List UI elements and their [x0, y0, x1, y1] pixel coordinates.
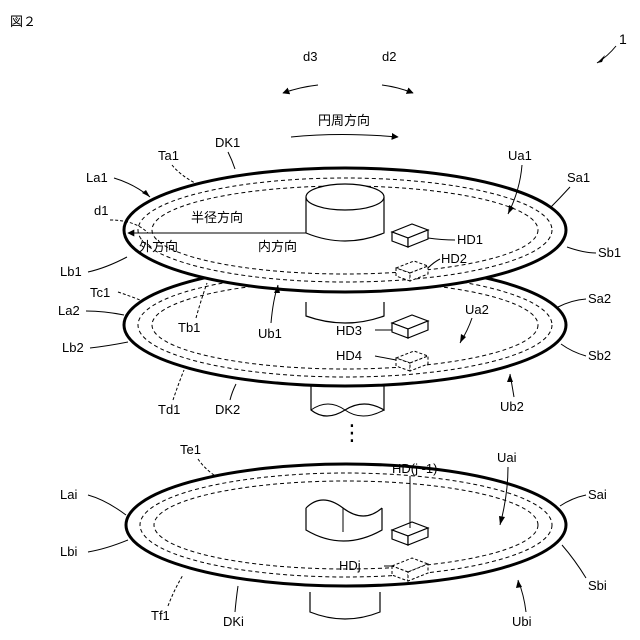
sai-leader: [560, 495, 586, 506]
hd-j-minus-1-label: HD(j -1): [392, 461, 438, 476]
inward-direction-label: 内方向: [258, 239, 297, 255]
lai-leader: [88, 495, 126, 515]
lb1-leader: [88, 257, 127, 272]
hub-dk2: [306, 302, 384, 323]
tf1-label: Tf1: [151, 608, 170, 623]
sb1-leader: [567, 247, 596, 253]
spindle-bottom: [310, 592, 380, 619]
ub1-label: Ub1: [258, 326, 282, 341]
te1-leader: [198, 459, 214, 475]
la1-label: La1: [86, 170, 108, 185]
d1-label: d1: [94, 203, 108, 218]
direction-d3-label: d3: [303, 49, 317, 64]
direction-d3-arrow: [283, 85, 318, 93]
sai-label: Sai: [588, 487, 607, 502]
lb2-leader: [90, 342, 128, 348]
disk-dki-label: DKi: [223, 614, 244, 629]
device-ref-arrowhead: [597, 55, 605, 63]
sbi-leader: [562, 545, 586, 578]
disk-dk2-label: DK2: [215, 402, 240, 417]
sb1-label: Sb1: [598, 245, 621, 260]
td1-label: Td1: [158, 402, 180, 417]
la2-label: La2: [58, 303, 80, 318]
sa1-leader: [550, 187, 570, 208]
hdj-label: HDj: [339, 558, 361, 573]
direction-d2-arrow: [382, 85, 413, 93]
sb2-label: Sb2: [588, 348, 611, 363]
ub2-label: Ub2: [500, 399, 524, 414]
ta1-label: Ta1: [158, 148, 179, 163]
tc1-label: Tc1: [90, 285, 110, 300]
ua2-label: Ua2: [465, 302, 489, 317]
sa2-leader: [558, 299, 586, 307]
device-ref-label: 1: [619, 31, 627, 47]
la1-arrowhead: [142, 190, 150, 197]
la2-leader: [86, 311, 124, 315]
circumferential-direction-arrow: [291, 135, 398, 138]
ta1-leader: [172, 165, 195, 183]
stack-continuation-ellipsis: ⋮: [341, 420, 363, 445]
sa2-label: Sa2: [588, 291, 611, 306]
hd3-label: HD3: [336, 323, 362, 338]
figure-label: 図２: [10, 15, 36, 30]
ua1-label: Ua1: [508, 148, 532, 163]
sa1-label: Sa1: [567, 170, 590, 185]
hd1-label: HD1: [457, 232, 483, 247]
circumferential-direction-label: 円周方向: [318, 113, 370, 129]
disk-dki-leader: [235, 586, 238, 612]
tb1-label: Tb1: [178, 320, 200, 335]
sbi-label: Sbi: [588, 578, 607, 593]
spindle-hub-dk1: [306, 184, 384, 241]
ubi-label: Ubi: [512, 614, 532, 629]
radial-direction-label: 半径方向: [191, 210, 243, 226]
lb1-label: Lb1: [60, 264, 82, 279]
outward-direction-label: 外方向: [139, 239, 178, 255]
uai-label: Uai: [497, 450, 517, 465]
sb2-leader: [561, 344, 586, 356]
disk-dk1-label: DK1: [215, 135, 240, 150]
td1-leader: [173, 370, 184, 400]
lai-label: Lai: [60, 487, 77, 502]
direction-d2-label: d2: [382, 49, 396, 64]
lbi-leader: [88, 540, 128, 552]
lb2-label: Lb2: [62, 340, 84, 355]
tc1-leader: [118, 292, 140, 300]
ub2-arrowhead: [507, 374, 513, 382]
te1-label: Te1: [180, 442, 201, 457]
disk-dk1-leader: [228, 152, 235, 169]
hd2-label: HD2: [441, 251, 467, 266]
disk-dk2-leader: [230, 384, 236, 400]
tf1-leader: [168, 575, 183, 606]
hd4-label: HD4: [336, 348, 362, 363]
lbi-label: Lbi: [60, 544, 77, 559]
